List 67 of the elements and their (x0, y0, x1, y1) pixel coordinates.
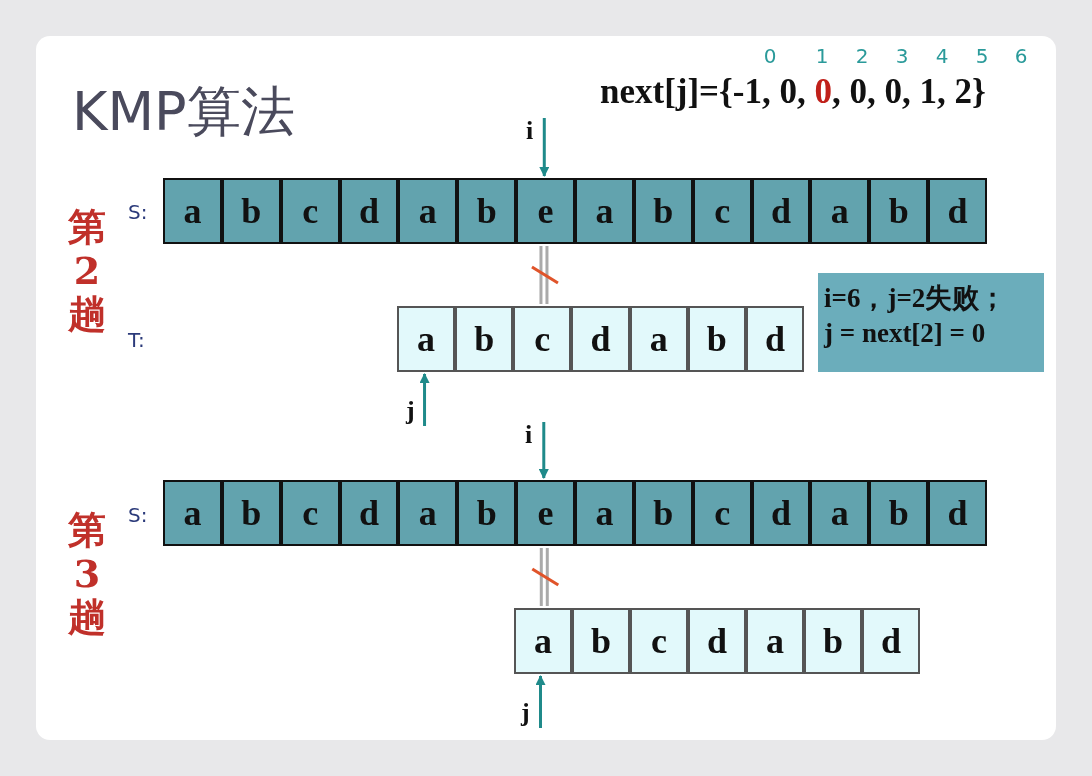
pattern-cell: c (630, 608, 688, 674)
pointer-arrow (538, 422, 549, 479)
row-label: S: (128, 503, 148, 527)
text-cell: b (869, 480, 929, 546)
round-label: 第3趟 (67, 508, 107, 640)
text-cell: a (398, 480, 458, 546)
pointer-label: i (525, 422, 541, 448)
round-label: 第2趟 (67, 205, 107, 337)
title: KMP算法 (72, 79, 295, 145)
pattern-cell: b (804, 608, 862, 674)
row-label: S: (128, 200, 148, 224)
pointer-arrow (419, 373, 430, 426)
pointer-label: j (521, 700, 537, 728)
index-number: 3 (895, 44, 909, 68)
index-number: 2 (855, 44, 869, 68)
text-cell: d (751, 178, 811, 244)
pattern-cell: a (746, 608, 804, 674)
text-cell: b (633, 480, 693, 546)
text-cell: b (221, 178, 281, 244)
text-cell: b (457, 480, 517, 546)
pattern-cell: a (514, 608, 572, 674)
pattern-cell: b (687, 306, 746, 372)
note-box: i=6，j=2失败； j = next[2] = 0 (818, 273, 1044, 372)
text-cell: c (280, 480, 340, 546)
text-cell: d (339, 178, 399, 244)
pointer-arrow (539, 118, 550, 177)
index-number: 4 (935, 44, 949, 68)
text-cell: a (810, 178, 870, 244)
pattern-cell: a (629, 306, 688, 372)
pattern-cell: a (397, 306, 456, 372)
highlighted-value: 0 (814, 72, 832, 112)
text-cell: d (339, 480, 399, 546)
text-cell: a (163, 178, 222, 244)
text-cell: e (516, 480, 575, 546)
text-cell: d (928, 178, 987, 244)
text-cell: e (516, 178, 575, 244)
text-cell: b (633, 178, 693, 244)
text-cell: b (457, 178, 517, 244)
index-number: 5 (975, 44, 989, 68)
row-label: T: (128, 328, 145, 352)
text-cell: b (869, 178, 929, 244)
pattern-cell: b (572, 608, 630, 674)
index-number: 1 (815, 44, 829, 68)
pointer-label: j (406, 398, 422, 426)
pattern-cell: c (513, 306, 572, 372)
formula-text: next[j]={-1, 0, (600, 72, 807, 112)
text-cell: a (810, 480, 870, 546)
index-number: 0 (763, 44, 777, 68)
pattern-cell: d (745, 306, 804, 372)
text-cell: a (163, 480, 222, 546)
text-cell: a (575, 178, 634, 244)
pattern-cell: d (862, 608, 920, 674)
text-cell: c (692, 480, 752, 546)
text-cell: b (221, 480, 281, 546)
text-cell: d (751, 480, 811, 546)
pattern-cell: d (571, 306, 630, 372)
pointer-label: i (526, 118, 542, 144)
index-number: 6 (1014, 44, 1028, 68)
pattern-cell: b (455, 306, 514, 372)
text-cell: a (575, 480, 634, 546)
text-cell: d (928, 480, 987, 546)
text-cell: a (398, 178, 458, 244)
formula-text: , 0, 0, 1, 2} (832, 72, 986, 112)
pattern-cell: d (688, 608, 746, 674)
text-cell: c (692, 178, 752, 244)
text-cell: c (280, 178, 340, 244)
pointer-arrow (535, 675, 546, 728)
